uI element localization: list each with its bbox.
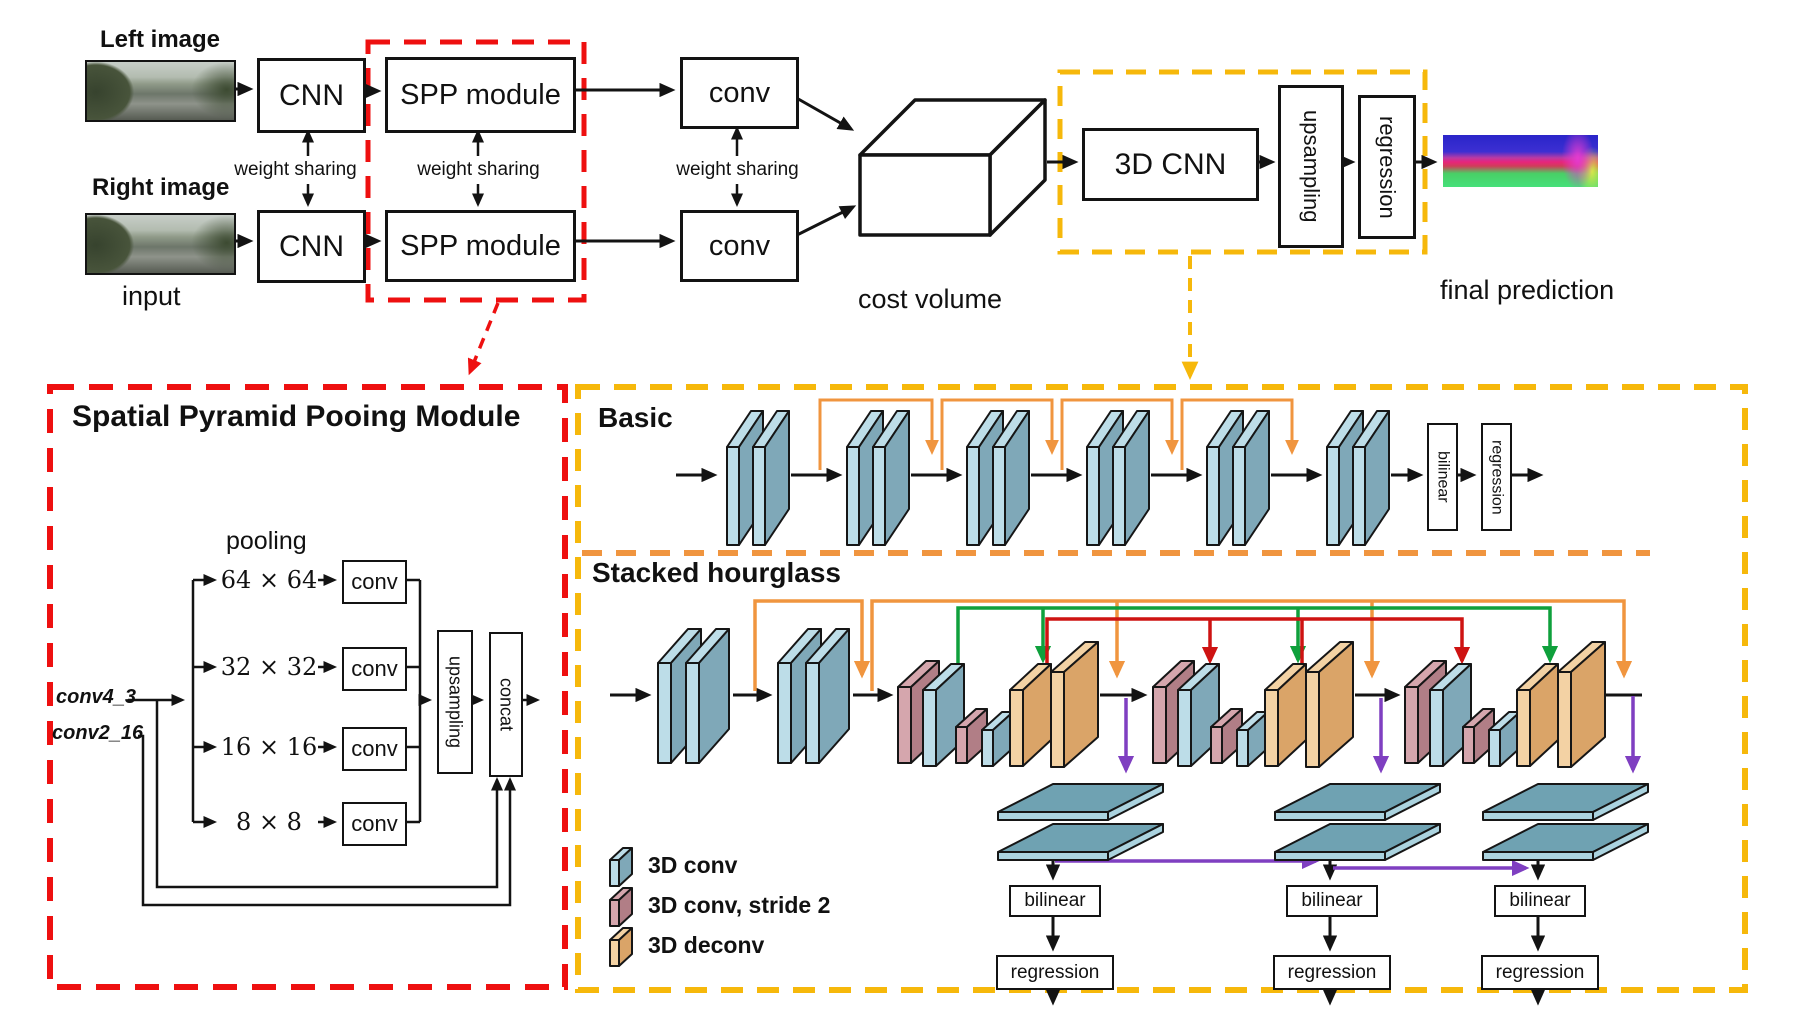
pool-size-16: 16 × 16 [220, 733, 318, 761]
weight-sharing-label-spp: weight sharing [417, 159, 540, 180]
conv-box-left: conv [680, 57, 799, 129]
output-plates-2 [1275, 784, 1440, 860]
conv3d-icon [609, 847, 633, 887]
basic-conv-pairs [727, 411, 1389, 545]
spp-conv-box-3: conv [342, 727, 407, 771]
spp-highlight-frame [365, 39, 587, 303]
left-image-label: Left image [100, 26, 221, 53]
spp-upsampling-box: upsampling [437, 630, 473, 774]
output-plates-1 [998, 784, 1163, 860]
left-input-image [85, 60, 236, 122]
stacked-hourglass-block [610, 599, 1648, 1006]
output-plates-3 [1483, 784, 1648, 860]
cnn-box-left: CNN [257, 58, 366, 133]
weight-sharing-arrows [301, 125, 744, 208]
spp-zoom-connector-arrow [467, 302, 500, 376]
legend-conv3d-label: 3D conv [648, 852, 738, 878]
legend-icons [609, 847, 633, 967]
pooling-label: pooling [226, 527, 307, 555]
cost-volume-label: cost volume [858, 284, 1003, 314]
basic-title: Basic [598, 402, 673, 433]
basic-skip-arcs [818, 398, 1299, 470]
conv2-16-label: conv2_16 [52, 722, 144, 744]
right-image-label: Right image [92, 174, 230, 201]
spp-detail-wiring [128, 573, 541, 907]
basic-bilinear-box: bilinear [1427, 423, 1458, 531]
spp-detail-frame [47, 384, 568, 990]
pool-size-8: 8 × 8 [236, 808, 302, 836]
right-input-image [85, 213, 236, 275]
skip-connections-orange [753, 599, 1633, 691]
conv4-3-label: conv4_3 [56, 686, 137, 708]
weight-sharing-label-conv: weight sharing [676, 159, 799, 180]
regression-box-1: regression [996, 955, 1114, 990]
conv3d-stride2-icon [609, 887, 633, 927]
threed-cnn-box: 3D CNN [1082, 128, 1259, 201]
legend-deconv3d-label: 3D deconv [648, 932, 765, 958]
spp-module-box-left: SPP module [385, 57, 576, 133]
upsampling-box: upsampling [1278, 85, 1344, 248]
output-connections-purple [1055, 696, 1642, 877]
cnn-box-right: CNN [257, 210, 366, 283]
spp-module-box-right: SPP module [385, 210, 576, 282]
basic-block [676, 398, 1544, 545]
skip-connections-green [956, 606, 1559, 671]
weight-sharing-label-cnn: weight sharing [234, 159, 357, 180]
pool-size-64: 64 × 64 [220, 566, 318, 594]
legend-conv3d-stride2-label: 3D conv, stride 2 [648, 892, 831, 918]
bilinear-box-2: bilinear [1286, 885, 1378, 917]
bilinear-box-1: bilinear [1009, 885, 1101, 917]
spp-conv-box-1: conv [342, 560, 407, 604]
top-pipeline-arrows [232, 81, 1438, 249]
hourglass-3 [1405, 642, 1605, 767]
cost-volume-cube [858, 98, 1047, 237]
spp-conv-box-4: conv [342, 802, 407, 846]
spp-conv-box-2: conv [342, 647, 407, 691]
stacked-hourglass-title: Stacked hourglass [592, 557, 841, 588]
hourglass-1 [898, 642, 1098, 767]
spp-detail-title: Spatial Pyramid Pooing Module [72, 400, 521, 433]
input-label: input [122, 281, 181, 311]
final-prediction-image [1443, 135, 1598, 187]
pool-size-32: 32 × 32 [220, 653, 318, 681]
conv-box-right: conv [680, 210, 799, 282]
spp-concat-box: concat [489, 632, 523, 777]
deconv3d-icon [609, 927, 633, 967]
threedcnn-detail-frame [575, 384, 1748, 993]
final-prediction-label: final prediction [1440, 275, 1615, 305]
bilinear-box-3: bilinear [1494, 885, 1586, 917]
regression-box: regression [1358, 95, 1416, 239]
skip-connections-red [1045, 617, 1471, 670]
hourglass-2 [1153, 642, 1353, 767]
regression-box-3: regression [1481, 955, 1599, 990]
regression-box-2: regression [1273, 955, 1391, 990]
basic-regression-box: regression [1481, 423, 1512, 531]
